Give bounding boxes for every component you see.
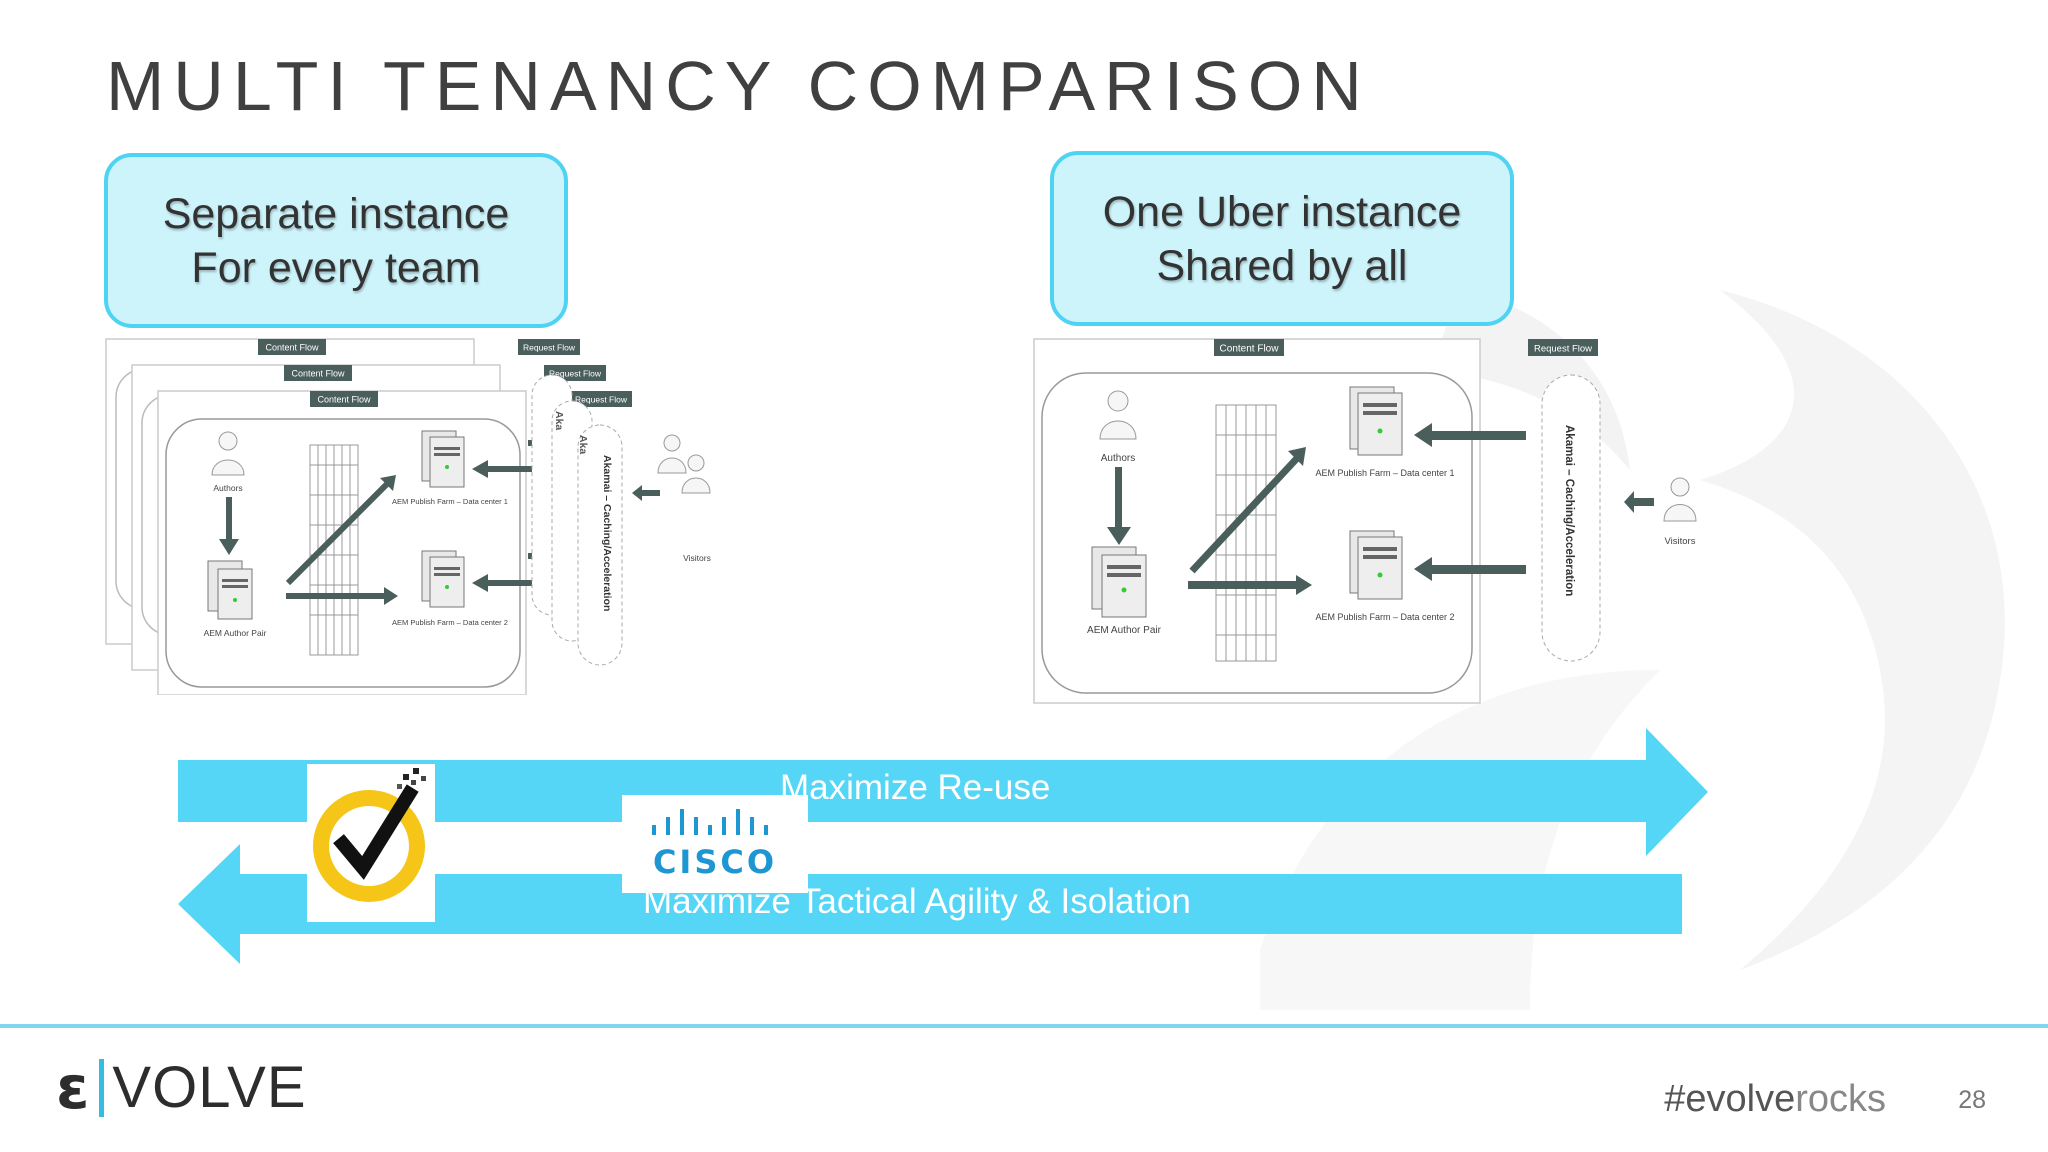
hashtag-main: #evolve: [1664, 1078, 1796, 1120]
evolve-logo: ε VOLVE: [56, 1053, 307, 1123]
maximize-reuse-label: Maximize Re-use: [780, 768, 1051, 807]
author-pair-label: AEM Author Pair: [1087, 625, 1162, 636]
author-pair-label: AEM Author Pair: [204, 628, 267, 638]
checkmark-logo: [307, 764, 435, 922]
cdn-label: Akamai – Caching/Acceleration: [1563, 425, 1575, 596]
authors-label: Authors: [1101, 453, 1135, 464]
publish-server-icon: [421, 430, 465, 488]
maximize-agility-arrow: [178, 844, 1682, 964]
cdn-label: Akamai – Caching/Acceleration: [601, 455, 613, 611]
publish-server-icon: [1349, 530, 1403, 600]
cisco-wordmark: CISCO: [652, 843, 778, 881]
authors-label: Authors: [213, 483, 242, 493]
evolve-divider-bar: [99, 1059, 105, 1117]
left-callout: Separate instance For every team: [104, 153, 568, 328]
publish-dc1-label: AEM Publish Farm – Data center 1: [392, 497, 508, 506]
authors-person-icon: [211, 431, 245, 476]
content-flow-tag: Content Flow: [291, 369, 345, 379]
publish-server-icon: [421, 550, 465, 608]
publish-server-icon: [1349, 386, 1403, 456]
hashtag-suffix: rocks: [1795, 1078, 1886, 1120]
visitors-person-icon: [1663, 477, 1697, 522]
right-callout-line2: Shared by all: [1156, 241, 1408, 290]
page-number: 28: [1958, 1086, 1986, 1114]
request-flow-tag: Request Flow: [1534, 344, 1592, 355]
publish-dc1-label: AEM Publish Farm – Data center 1: [1315, 468, 1454, 478]
evolve-epsilon-glyph: ε: [56, 1053, 90, 1123]
visitors-label: Visitors: [1665, 536, 1696, 547]
maximize-reuse-arrow: [178, 728, 1708, 856]
left-architecture-diagram: Content Flow Content Flow Content Flow R…: [105, 338, 711, 695]
hashtag-text: #evolverocks: [1664, 1078, 1886, 1121]
author-server-icon: [207, 560, 253, 620]
publish-dc2-label: AEM Publish Farm – Data center 2: [1315, 612, 1454, 622]
footer-divider: [0, 1024, 2048, 1028]
left-callout-line2: For every team: [191, 243, 481, 292]
authors-person-icon: [1099, 390, 1137, 440]
svg-text:Aka: Aka: [553, 411, 565, 430]
evolve-wordmark: VOLVE: [112, 1055, 307, 1120]
cisco-logo: CISCO: [622, 795, 808, 893]
visitors-label: Visitors: [683, 553, 711, 563]
content-flow-tag: Content Flow: [317, 395, 371, 405]
right-callout-line1: One Uber instance: [1102, 187, 1462, 236]
cisco-bars-icon: [652, 809, 768, 835]
author-server-icon: [1091, 546, 1147, 618]
request-flow-tag: Request Flow: [575, 395, 628, 405]
request-flow-tag: Request Flow: [523, 343, 576, 353]
visitors-person-icon: [657, 434, 711, 494]
slide-title: MULTI TENANCY COMPARISON: [106, 47, 1371, 125]
left-callout-line1: Separate instance: [162, 189, 510, 238]
svg-text:Aka: Aka: [577, 435, 589, 454]
publish-dc2-label: AEM Publish Farm – Data center 2: [392, 618, 508, 627]
right-architecture-diagram: Content Flow Request Flow Authors AEM Au…: [1033, 338, 1697, 704]
content-flow-tag: Content Flow: [1220, 344, 1280, 355]
content-flow-tag: Content Flow: [265, 343, 319, 353]
right-callout: One Uber instance Shared by all: [1050, 151, 1514, 326]
request-flow-tag: Request Flow: [549, 369, 602, 379]
